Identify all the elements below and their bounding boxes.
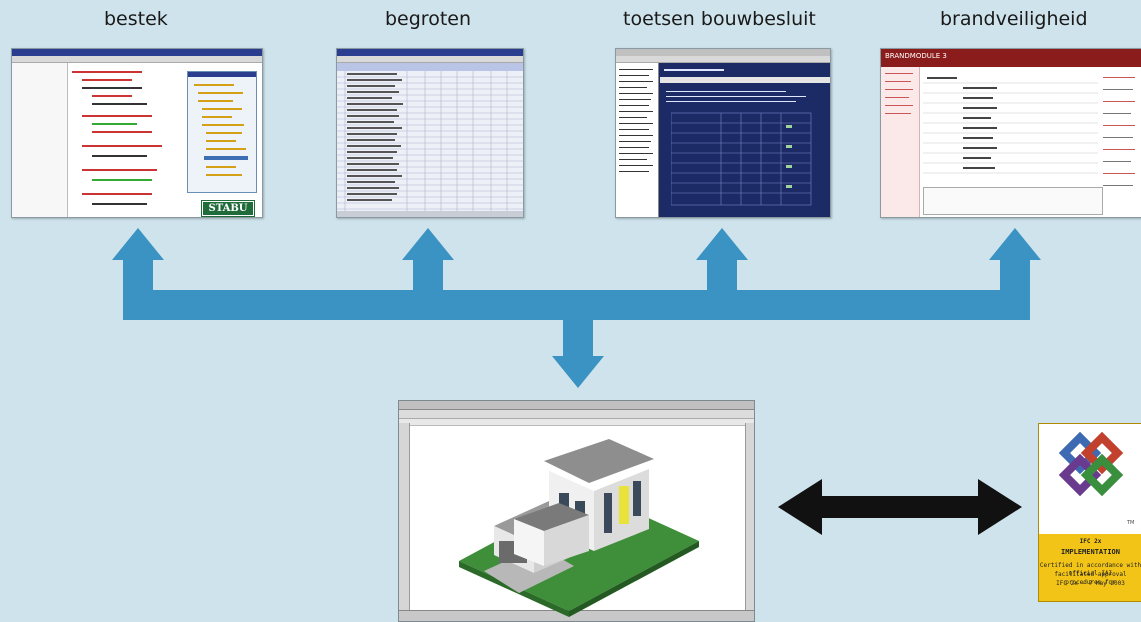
building-model (459, 439, 699, 617)
cad-screenshot (398, 400, 755, 622)
ifc-cert-line1: Certified in accordance with official IA… (1039, 562, 1141, 577)
label-toetsen-bouwbesluit: toetsen bouwbesluit (623, 8, 816, 30)
toetsen-sidebar (616, 63, 659, 217)
ifc-cert-line2: facilitated approval procedures for (1054, 571, 1127, 586)
brand-help-column (1103, 73, 1139, 213)
stem-bestek (123, 258, 153, 298)
arrowhead-up-brand (989, 228, 1041, 260)
arrowhead-up-toetsen (696, 228, 748, 260)
begroten-spreadsheet (337, 71, 523, 217)
brandmodule-title: BRANDMODULE 3 (885, 52, 947, 60)
brand-notes (923, 187, 1103, 215)
ifc-cert-line3: IFC 2x - 7 May 2003 (1056, 580, 1125, 587)
stabu-badge: STABU (201, 200, 255, 217)
label-brandveiligheid: brandveiligheid (940, 8, 1088, 30)
arrowhead-up-begroten (402, 228, 454, 260)
brandveiligheid-screenshot: BRANDMODULE 3 (880, 48, 1141, 218)
cad-right-toolbar (745, 423, 754, 611)
toetsen-bouwbesluit-screenshot (615, 48, 831, 218)
ifc-version: IFC 2x (1079, 538, 1102, 545)
ifc-certificate: TM IFC 2x IMPLEMENTATION Certified in ac… (1038, 423, 1141, 602)
stem-toetsen (707, 258, 737, 298)
label-begroten: begroten (385, 8, 472, 30)
brand-sidebar (881, 67, 920, 217)
brand-table (923, 77, 1098, 174)
ifc-heading: IMPLEMENTATION (1060, 548, 1120, 556)
double-arrow (778, 479, 1022, 535)
toetsen-table (671, 112, 812, 206)
stem-begroten (413, 258, 443, 298)
blue-arrow-network (112, 228, 1041, 388)
arrowhead-down-cad (552, 356, 604, 388)
stem-brand (1000, 258, 1030, 298)
cad-left-toolbar (399, 423, 410, 611)
horizontal-connector (123, 290, 1030, 320)
svg-text:TM: TM (1126, 520, 1134, 526)
bestek-tree-panel (12, 63, 68, 217)
arrowhead-up-bestek (112, 228, 164, 260)
begroten-screenshot (336, 48, 524, 218)
stem-down-cad (563, 318, 593, 356)
bestek-dialog (187, 71, 257, 193)
ifc-logo-icon: TM (1058, 431, 1134, 526)
bestek-screenshot: STABU (11, 48, 263, 218)
label-bestek: bestek (104, 8, 168, 30)
